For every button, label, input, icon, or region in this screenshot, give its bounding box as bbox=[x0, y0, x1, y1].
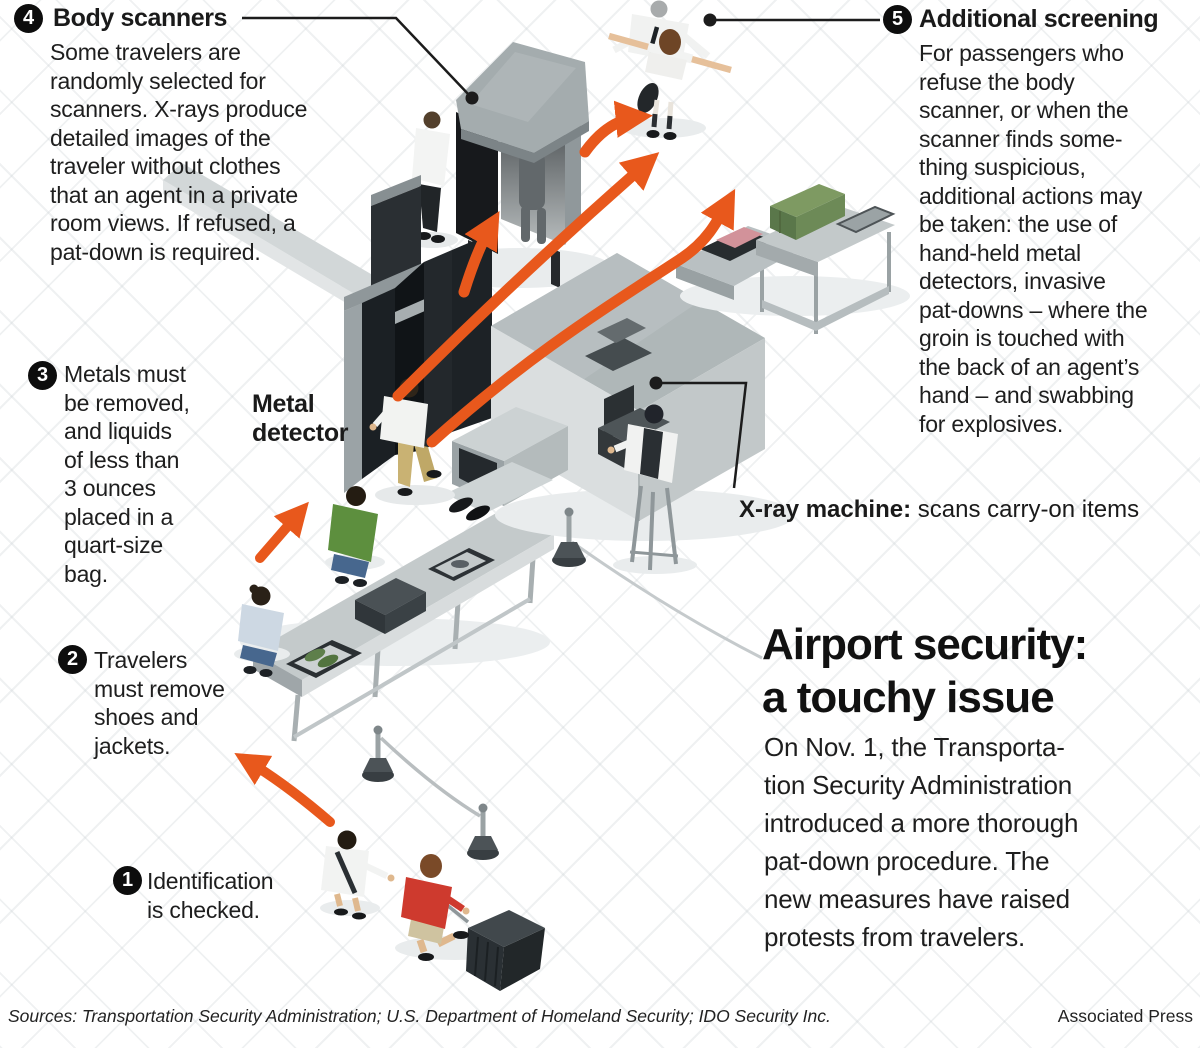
id-checker bbox=[320, 830, 395, 920]
step-title-body-scanners: Body scanners bbox=[53, 4, 228, 32]
stanchion-post bbox=[467, 803, 499, 860]
queue-rope bbox=[379, 736, 481, 818]
callout-dot bbox=[703, 13, 717, 27]
arrow-step2 bbox=[234, 753, 335, 827]
arrow-long-upper bbox=[392, 152, 660, 402]
gray-tray bbox=[835, 205, 896, 234]
tray-sneakers bbox=[286, 640, 362, 678]
stanchion-post bbox=[362, 725, 394, 782]
tray-items bbox=[428, 548, 495, 581]
arrow-step3 bbox=[255, 501, 309, 563]
blue-shirt-woman bbox=[234, 584, 290, 677]
callout-dot bbox=[649, 376, 663, 390]
xray-machine-label: X-ray machine: scans carry-on items bbox=[739, 496, 1139, 524]
green-shirt-man bbox=[325, 486, 385, 587]
patdown-pair bbox=[608, 0, 732, 140]
step-badge-5: 5 bbox=[883, 5, 912, 34]
step-text-body-scanners: Some travelers are randomly selected for… bbox=[50, 39, 308, 265]
arrow-to-patdown bbox=[579, 100, 653, 158]
metal-detector-label: Metal detector bbox=[252, 390, 349, 447]
queue-people bbox=[234, 486, 385, 677]
tray-pink-item bbox=[700, 227, 772, 261]
step-badge-4: 4 bbox=[14, 4, 43, 33]
callout-xray bbox=[660, 381, 748, 489]
output-tables bbox=[676, 184, 910, 334]
step-badge-3: 3 bbox=[28, 361, 57, 390]
xray-operator bbox=[598, 385, 697, 574]
callout-dot bbox=[465, 91, 479, 105]
arrow-to-scanner bbox=[458, 211, 500, 298]
xray-label-bold: X-ray machine: bbox=[739, 496, 912, 523]
duffel-bag bbox=[355, 578, 426, 634]
arrow-long-to-table bbox=[426, 188, 736, 448]
rolling-suitcase bbox=[445, 903, 545, 991]
input-belt bbox=[240, 508, 554, 742]
xray-label-rest: scans carry-on items bbox=[911, 496, 1140, 523]
shoes-pair bbox=[449, 497, 473, 513]
step-text-additional-screening: For passengers who refuse the body scann… bbox=[919, 40, 1148, 437]
sources-line: Sources: Transportation Security Adminis… bbox=[8, 1006, 831, 1026]
page-intro: On Nov. 1, the Transporta- tion Security… bbox=[764, 732, 1079, 952]
green-suitcase bbox=[770, 184, 845, 240]
queue-rope bbox=[571, 540, 763, 660]
traveler-luggage bbox=[395, 854, 545, 991]
callout-body-scanners bbox=[242, 16, 471, 97]
step-text-shoes: Travelers must remove shoes and jackets. bbox=[94, 647, 225, 759]
page-title: Airport security: a touchy issue bbox=[762, 620, 1088, 722]
detector-man bbox=[369, 378, 455, 505]
stanchion-post bbox=[552, 507, 586, 567]
credit-line: Associated Press bbox=[1057, 1006, 1193, 1026]
queue-stanchions bbox=[362, 507, 763, 860]
flow-arrows bbox=[234, 100, 736, 827]
machine-top-console bbox=[585, 318, 652, 371]
step-text-identification: Identification is checked. bbox=[147, 868, 274, 923]
step-badge-2: 2 bbox=[58, 645, 87, 674]
callout-lines bbox=[242, 13, 880, 489]
step-badge-1: 1 bbox=[113, 866, 142, 895]
step-title-additional-screening: Additional screening bbox=[919, 5, 1159, 33]
shoes-pair bbox=[466, 505, 490, 521]
scanner-officer bbox=[406, 111, 458, 248]
step-text-metals: Metals must be removed, and liquids of l… bbox=[64, 361, 190, 587]
